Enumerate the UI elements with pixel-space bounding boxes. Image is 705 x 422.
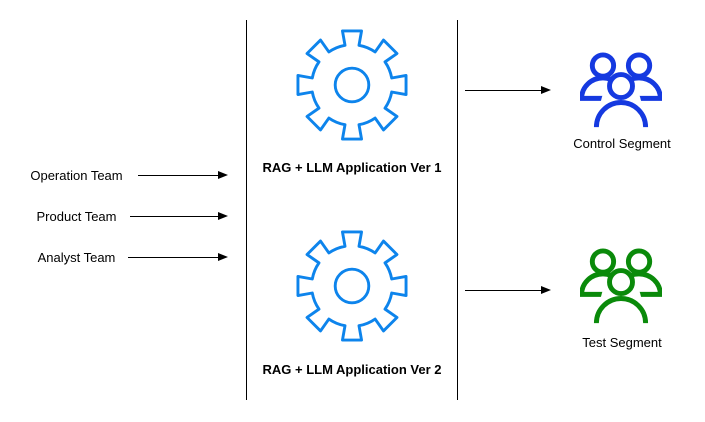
people-group-icon xyxy=(580,51,662,131)
arrow-head xyxy=(218,212,228,220)
team-label-operation: Operation Team xyxy=(30,168,123,183)
arrow-shaft xyxy=(138,174,218,176)
arrow-head xyxy=(218,171,228,179)
segment-label-test: Test Segment xyxy=(582,335,662,350)
arrow-shaft xyxy=(128,256,218,258)
arrow-operation-to-app xyxy=(138,170,228,180)
divider-line-left xyxy=(246,20,247,400)
arrow-shaft xyxy=(465,89,541,91)
gear-shape xyxy=(296,29,408,141)
arrow-app1-to-control xyxy=(465,85,551,95)
team-label-analyst: Analyst Team xyxy=(37,250,116,265)
arrow-head xyxy=(218,253,228,261)
app-label-ver2: RAG + LLM Application Ver 2 xyxy=(262,362,442,377)
arrow-head xyxy=(541,86,551,94)
arrow-shaft xyxy=(465,289,541,291)
people-group-shape xyxy=(580,248,662,326)
app-label-ver1: RAG + LLM Application Ver 1 xyxy=(262,160,442,175)
gear-icon xyxy=(296,29,408,141)
arrow-product-to-app xyxy=(130,211,228,221)
segment-label-control: Control Segment xyxy=(573,136,671,151)
arrow-head xyxy=(541,286,551,294)
people-group-icon xyxy=(580,247,662,327)
people-group-shape xyxy=(580,52,662,130)
arrow-analyst-to-app xyxy=(128,252,228,262)
team-label-product: Product Team xyxy=(36,209,117,224)
gear-icon xyxy=(296,230,408,342)
arrow-app2-to-test xyxy=(465,285,551,295)
arrow-shaft xyxy=(130,215,218,217)
gear-shape xyxy=(296,230,408,342)
divider-line-right xyxy=(457,20,458,400)
